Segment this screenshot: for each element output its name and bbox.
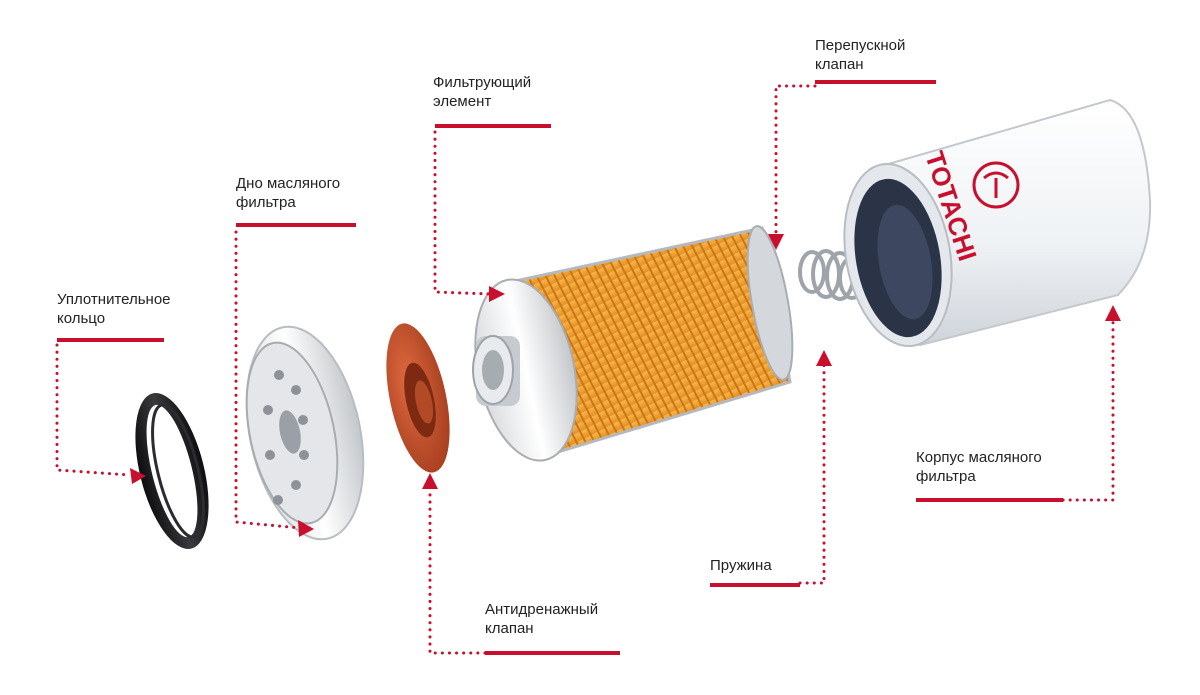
label-anti-drain-line1: Антидренажный	[485, 601, 599, 618]
label-filter-bottom: Дно масляного фильтра	[236, 174, 340, 212]
label-anti-drain: Антидренажный клапан	[485, 600, 598, 638]
arrow-spring	[816, 350, 832, 366]
arrow-anti-drain	[422, 473, 438, 489]
leader-seal-ring	[55, 343, 132, 477]
arrow-seal-ring	[130, 468, 146, 484]
label-seal-ring: Уплотнительное кольцо	[57, 290, 171, 328]
label-seal-ring-line2: кольцо	[57, 310, 106, 327]
label-underlines	[57, 80, 1063, 655]
label-bypass-valve-line2: клапан	[815, 56, 864, 73]
arrowheads	[130, 234, 1121, 537]
leader-filter-bottom	[234, 230, 302, 530]
leader-spring	[798, 363, 826, 585]
label-anti-drain-line2: клапан	[485, 620, 534, 637]
filter-bottom-part	[245, 325, 365, 541]
filter-element-part	[472, 225, 794, 462]
leader-housing	[1061, 318, 1115, 502]
label-spring-line1: Пружина	[710, 557, 772, 574]
label-filter-bottom-line1: Дно масляного	[236, 175, 341, 192]
label-seal-ring-line1: Уплотнительное	[57, 291, 171, 308]
label-filter-element: Фильтрующий элемент	[433, 73, 531, 111]
leader-bypass-valve	[774, 84, 817, 237]
label-housing-line2: фильтра	[916, 468, 976, 485]
arrow-housing	[1105, 305, 1121, 321]
label-bypass-valve-line1: Перепускной	[815, 37, 906, 54]
label-housing-line1: Корпус масляного	[916, 449, 1042, 466]
brand-logo-text: TOTACHI	[919, 148, 982, 265]
label-housing: Корпус масляного фильтра	[916, 448, 1042, 486]
label-filter-element-line1: Фильтрующий	[433, 74, 532, 91]
label-filter-element-line2: элемент	[433, 93, 492, 110]
arrow-filter-bottom	[298, 520, 314, 537]
label-spring: Пружина	[710, 556, 772, 575]
filter-housing-part	[843, 98, 1152, 348]
label-filter-bottom-line2: фильтра	[236, 194, 296, 211]
leader-lines	[55, 84, 1115, 655]
anti-drain-valve-part	[386, 323, 450, 473]
label-bypass-valve: Перепускной клапан	[815, 36, 905, 74]
seal-ring-part	[135, 392, 209, 550]
arrow-filter-element	[489, 286, 505, 302]
arrow-bypass-valve	[768, 234, 784, 250]
